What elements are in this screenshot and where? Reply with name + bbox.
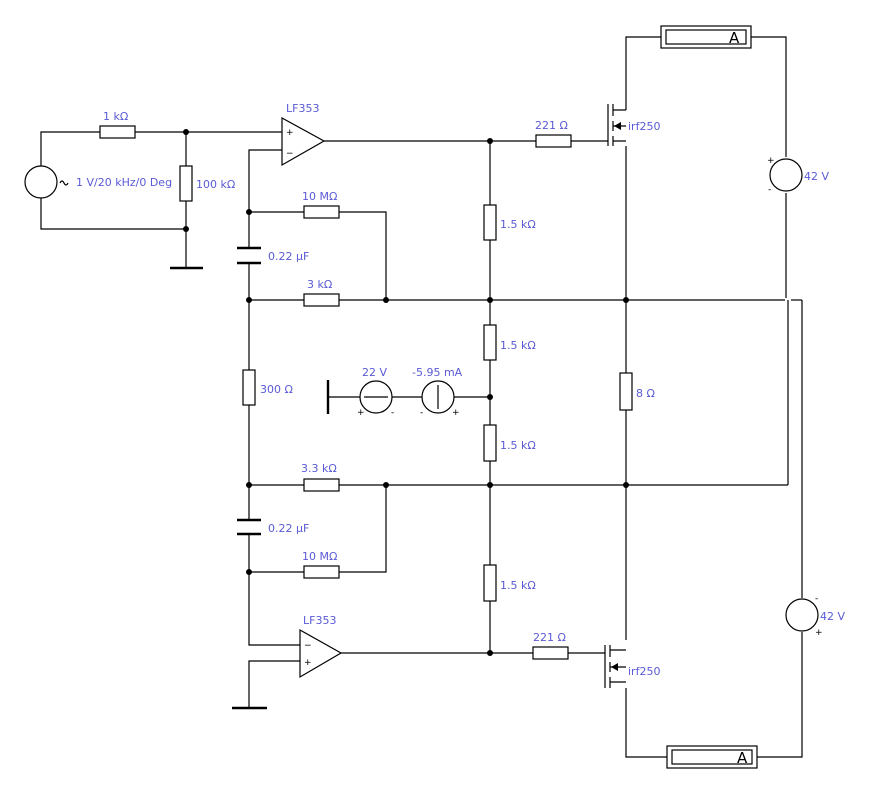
resistor-1-5k-c-label: 1.5 kΩ [500, 439, 536, 452]
resistor-221-top-label: 221 Ω [535, 119, 568, 132]
opamp-top: + − LF353 [281, 102, 326, 167]
supply-bottom-minus: - [815, 594, 818, 604]
resistor-10m-top [303, 205, 340, 219]
supply-top: + - 42 V [767, 156, 829, 195]
resistor-1k [99, 125, 136, 139]
resistor-221-bottom [532, 646, 569, 660]
supply-top-plus: + [767, 156, 775, 166]
junctions [183, 129, 629, 656]
resistor-3k [303, 293, 340, 307]
resistor-1-5k-b [483, 324, 497, 361]
ground-symbols [170, 266, 330, 710]
opamp-top-label: LF353 [286, 102, 319, 115]
resistor-221-bottom-label: 221 Ω [533, 631, 566, 644]
resistor-300-label: 300 Ω [260, 383, 293, 396]
supply-bottom: - + 42 V [785, 594, 845, 638]
resistor-1-5k-d [483, 564, 497, 602]
resistor-300 [242, 369, 256, 406]
resistor-1-5k-c [483, 424, 497, 462]
opamp-bottom-label: LF353 [303, 614, 336, 627]
resistors: 1 kΩ 100 kΩ 10 MΩ 3 kΩ 300 Ω 3.3 kΩ 10 M… [99, 110, 655, 660]
resistor-10m-bottom-label: 10 MΩ [302, 550, 337, 563]
mosfet-bottom: irf250 [604, 645, 660, 688]
ac-source: 1 V/20 kHz/0 Deg [24, 165, 172, 199]
resistor-100k-label: 100 kΩ [196, 178, 235, 191]
opamp-bottom-minus: − [304, 641, 312, 651]
bias-voltage-source: + - 22 V [357, 366, 394, 418]
resistor-3k-label: 3 kΩ [307, 278, 332, 291]
wires [40, 36, 803, 758]
resistor-10m-top-label: 10 MΩ [302, 190, 337, 203]
opamp-bottom: − + LF353 [299, 614, 343, 679]
capacitor-top [237, 246, 261, 265]
supply-bottom-plus: + [815, 628, 823, 638]
resistor-8-load [619, 372, 633, 411]
mosfet-top: irf250 [607, 104, 660, 146]
bias-current-minus: - [420, 408, 423, 418]
resistor-3-3k-label: 3.3 kΩ [301, 462, 337, 475]
opamp-top-minus: − [286, 149, 294, 159]
resistor-1-5k-a-label: 1.5 kΩ [500, 218, 536, 231]
opamp-bottom-plus: + [304, 658, 312, 668]
resistor-10m-bottom [303, 565, 340, 579]
bias-current-plus: + [452, 408, 460, 418]
resistor-1-5k-d-label: 1.5 kΩ [500, 579, 536, 592]
capacitor-bottom [237, 518, 261, 536]
resistor-3-3k [303, 478, 340, 492]
ammeter-top: A [660, 25, 752, 49]
ac-source-label: 1 V/20 kHz/0 Deg [76, 176, 172, 189]
resistor-100k [179, 165, 193, 202]
bias-voltage-plus: + [357, 408, 365, 418]
capacitors: 0.22 µF 0.22 µF [237, 246, 309, 536]
mosfet-top-label: irf250 [628, 120, 660, 133]
supply-bottom-label: 42 V [820, 610, 845, 623]
resistor-1k-label: 1 kΩ [103, 110, 128, 123]
resistor-1-5k-a [483, 204, 497, 241]
bias-current-source: - + -5.95 mA [412, 366, 463, 418]
bias-voltage-label: 22 V [362, 366, 387, 379]
resistor-1-5k-b-label: 1.5 kΩ [500, 339, 536, 352]
capacitor-bottom-label: 0.22 µF [268, 522, 309, 535]
capacitor-top-label: 0.22 µF [268, 250, 309, 263]
ammeter-bottom-label: A [737, 749, 748, 767]
ammeter-top-label: A [729, 29, 740, 47]
resistor-221-top [535, 134, 572, 148]
opamp-top-plus: + [286, 128, 294, 138]
bias-voltage-minus: - [391, 408, 394, 418]
mosfet-bottom-label: irf250 [628, 665, 660, 678]
supply-top-minus: - [768, 185, 771, 195]
ammeter-bottom: A [666, 745, 758, 769]
supply-top-label: 42 V [804, 170, 829, 183]
bias-current-label: -5.95 mA [412, 366, 463, 379]
resistor-8-load-label: 8 Ω [636, 387, 655, 400]
